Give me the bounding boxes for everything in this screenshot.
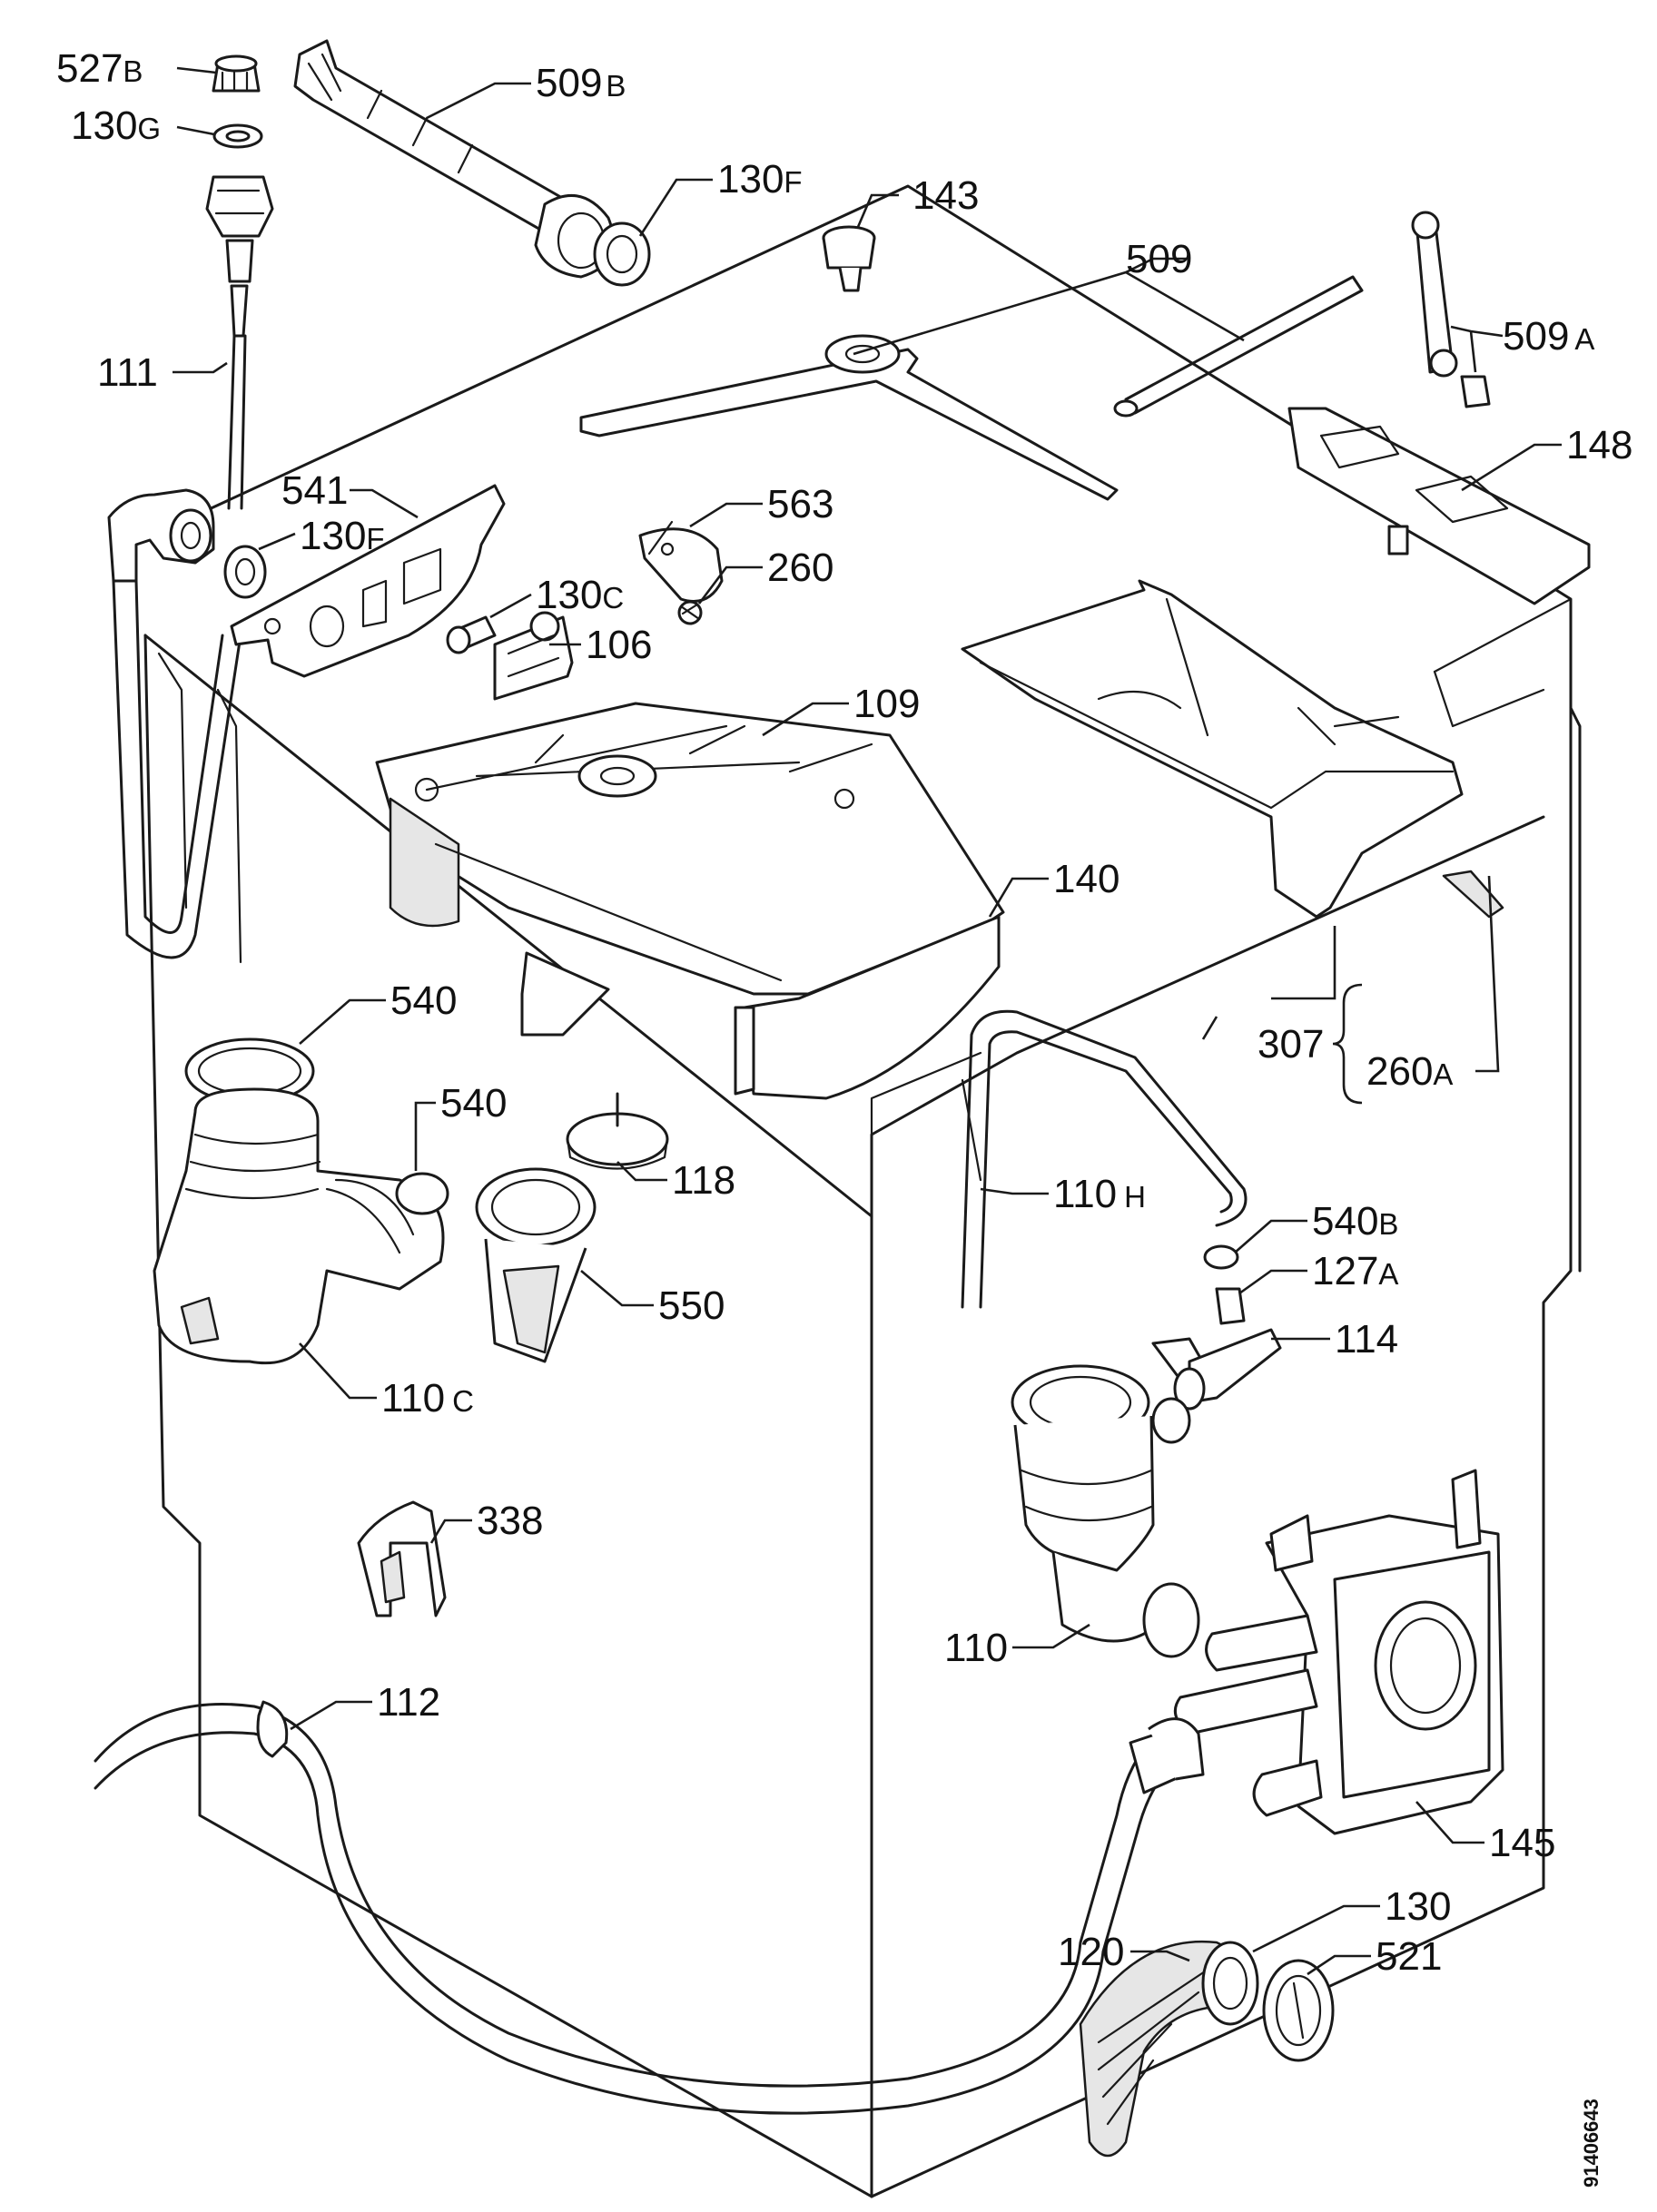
label-509: 509 bbox=[1126, 237, 1192, 281]
part-130-seal-ring bbox=[1201, 1941, 1259, 2026]
label-145: 145 bbox=[1489, 1821, 1555, 1865]
part-110c-bellows bbox=[153, 1087, 445, 1365]
part-112-drain-hose bbox=[94, 1700, 1205, 2115]
part-540b-clip bbox=[1203, 1244, 1239, 1270]
cabinet-outline bbox=[143, 184, 1582, 2198]
part-127a-nipple bbox=[1215, 1287, 1246, 1325]
label-527b: 527B bbox=[56, 46, 143, 91]
label-130f-top: 130F bbox=[717, 157, 803, 202]
label-112: 112 bbox=[377, 1680, 440, 1725]
label-143: 143 bbox=[912, 173, 979, 218]
part-145-pump-housing bbox=[1173, 1469, 1504, 1835]
label-114: 114 bbox=[1335, 1317, 1398, 1362]
label-130c: 130C bbox=[536, 573, 624, 617]
brace-307 bbox=[1332, 983, 1363, 1105]
label-106: 106 bbox=[586, 623, 652, 667]
part-307-detergent-drawer bbox=[961, 579, 1504, 919]
part-521-filter-cap bbox=[1262, 1959, 1335, 2062]
label-260: 260 bbox=[767, 546, 833, 590]
part-509-lever bbox=[579, 275, 1364, 501]
label-260a: 260A bbox=[1366, 1049, 1453, 1094]
part-509a-arm bbox=[1411, 211, 1491, 408]
label-118: 118 bbox=[672, 1158, 735, 1203]
label-120: 120 bbox=[1058, 1930, 1124, 1974]
part-143-knob bbox=[822, 225, 876, 292]
label-130: 130 bbox=[1385, 1884, 1451, 1929]
part-550-trap-flap bbox=[475, 1167, 597, 1363]
label-540b: 540B bbox=[1312, 1199, 1398, 1244]
label-540-a: 540 bbox=[390, 978, 457, 1023]
label-521: 521 bbox=[1376, 1934, 1442, 1979]
label-148: 148 bbox=[1566, 423, 1632, 467]
part-110h-vent-tube bbox=[961, 1009, 1248, 1309]
label-109: 109 bbox=[853, 682, 920, 726]
part-130f-top-connector bbox=[593, 221, 651, 287]
label-110: 110 bbox=[944, 1626, 1008, 1670]
part-527b-connector bbox=[212, 54, 261, 93]
label-541: 541 bbox=[281, 468, 348, 513]
part-541-bracket bbox=[230, 484, 506, 678]
part-130f-mid-connector bbox=[223, 545, 267, 599]
part-110-drain-bellows bbox=[1011, 1364, 1200, 1658]
part-130c-fitting bbox=[446, 615, 497, 654]
label-550: 550 bbox=[658, 1283, 725, 1328]
label-130g: 130G bbox=[71, 103, 161, 148]
label-140: 140 bbox=[1053, 857, 1119, 901]
label-540-b: 540 bbox=[440, 1081, 507, 1126]
part-106-valve-clamp bbox=[493, 611, 574, 701]
part-260-spring bbox=[677, 600, 703, 625]
part-338-clip bbox=[357, 1500, 447, 1617]
leader-lines bbox=[173, 66, 1562, 1976]
label-127a: 127A bbox=[1312, 1249, 1398, 1293]
part-148-guide bbox=[1287, 407, 1591, 605]
label-307: 307 bbox=[1258, 1022, 1324, 1067]
part-114-valve bbox=[1151, 1328, 1282, 1411]
document-number: 91406643 bbox=[1580, 2099, 1603, 2187]
part-118-cap bbox=[566, 1092, 669, 1170]
label-130f-mid: 130F bbox=[300, 514, 385, 558]
part-540-clamp-small bbox=[395, 1172, 449, 1215]
part-109-dispenser-housing bbox=[375, 702, 1005, 996]
part-111-inlet-hose bbox=[107, 175, 274, 959]
label-111: 111 bbox=[97, 350, 158, 395]
part-130g-washer bbox=[212, 123, 263, 149]
part-140-dispenser-base bbox=[520, 915, 1001, 1100]
label-338: 338 bbox=[477, 1499, 543, 1543]
label-563: 563 bbox=[767, 482, 833, 526]
